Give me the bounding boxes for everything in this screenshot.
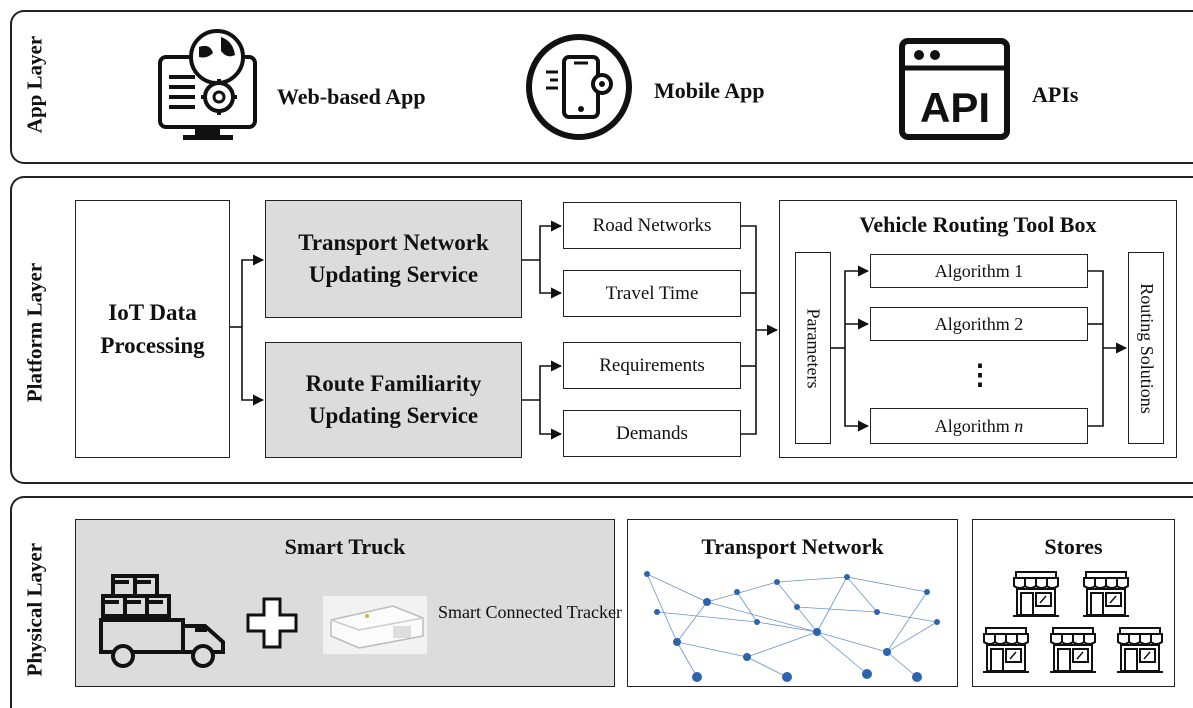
demands-label: Demands	[616, 422, 688, 444]
algorithm-1-box: Algorithm 1	[870, 254, 1088, 288]
routing-solutions-box: Routing Solutions	[1128, 252, 1164, 444]
merge-algorithm-1	[1088, 270, 1104, 348]
api-icon: API	[899, 38, 1010, 140]
demands-box: Demands	[563, 410, 741, 457]
merge-demands	[741, 330, 757, 435]
route-familiarity-updating-service-label: Route Familiarity Updating Service	[305, 370, 482, 428]
algorithm-n-box: Algorithm n	[870, 408, 1088, 444]
stores-title: Stores	[1044, 534, 1103, 559]
merge-road-networks	[741, 225, 757, 330]
travel-time-label: Travel Time	[605, 282, 699, 304]
algorithm-n-label: Algorithm n	[935, 416, 1024, 437]
physical-layer-label: Physical Layer	[22, 542, 47, 677]
stores-icon	[982, 571, 1164, 673]
algorithm-ellipsis: ⋮	[966, 360, 994, 391]
plus-icon	[246, 597, 298, 649]
to-travel-time-arrow	[539, 260, 563, 299]
route-familiarity-updating-service-box: Route Familiarity Updating Service	[265, 342, 522, 458]
iot-data-processing-label: IoT Data Processing	[100, 299, 205, 358]
tracker-label: Smart Connected Tracker	[438, 602, 622, 622]
mobile-app-icon	[526, 34, 632, 140]
requirements-box: Requirements	[563, 342, 741, 389]
web-app-icon	[158, 29, 257, 140]
algorithm-2-label: Algorithm 2	[934, 313, 1024, 334]
smart-truck-title: Smart Truck	[284, 534, 406, 559]
to-demands-arrow	[539, 400, 563, 440]
web-app-label: Web-based App	[277, 84, 426, 109]
tracker-device-icon	[323, 596, 427, 654]
requirements-label: Requirements	[599, 354, 705, 376]
to-requirements-arrow	[539, 360, 563, 400]
travel-time-box: Travel Time	[563, 270, 741, 317]
algorithm-2-box: Algorithm 2	[870, 307, 1088, 341]
algorithm-n-var: n	[1014, 415, 1024, 436]
mobile-app-label: Mobile App	[654, 78, 765, 103]
transport-network-title: Transport Network	[701, 534, 884, 559]
algorithm-1-label: Algorithm 1	[934, 260, 1024, 281]
to-algorithm-1-arrow	[844, 265, 870, 348]
road-networks-label: Road Networks	[592, 214, 712, 236]
iot-to-route-arrow	[241, 327, 265, 406]
merge-algorithm-n	[1088, 348, 1104, 427]
to-road-networks-arrow	[539, 220, 563, 260]
iot-to-transport-arrow	[241, 254, 265, 327]
to-algorithm-n-arrow	[844, 348, 870, 432]
road-networks-box: Road Networks	[563, 202, 741, 249]
iot-data-processing-box: IoT Data Processing	[75, 200, 230, 458]
algorithm-n-prefix: Algorithm	[934, 415, 1015, 436]
transport-network-updating-service-box: Transport Network Updating Service	[265, 200, 522, 318]
api-icon-text: API	[920, 84, 990, 131]
toolbox-title: Vehicle Routing Tool Box	[859, 212, 1097, 237]
network-graph-icon	[644, 571, 940, 682]
transport-network-updating-service-label: Transport Network Updating Service	[298, 229, 489, 287]
transport-network-panel	[627, 519, 958, 687]
parameters-box: Parameters	[795, 252, 831, 444]
apis-label: APIs	[1032, 82, 1079, 107]
truck-icon	[99, 574, 225, 668]
